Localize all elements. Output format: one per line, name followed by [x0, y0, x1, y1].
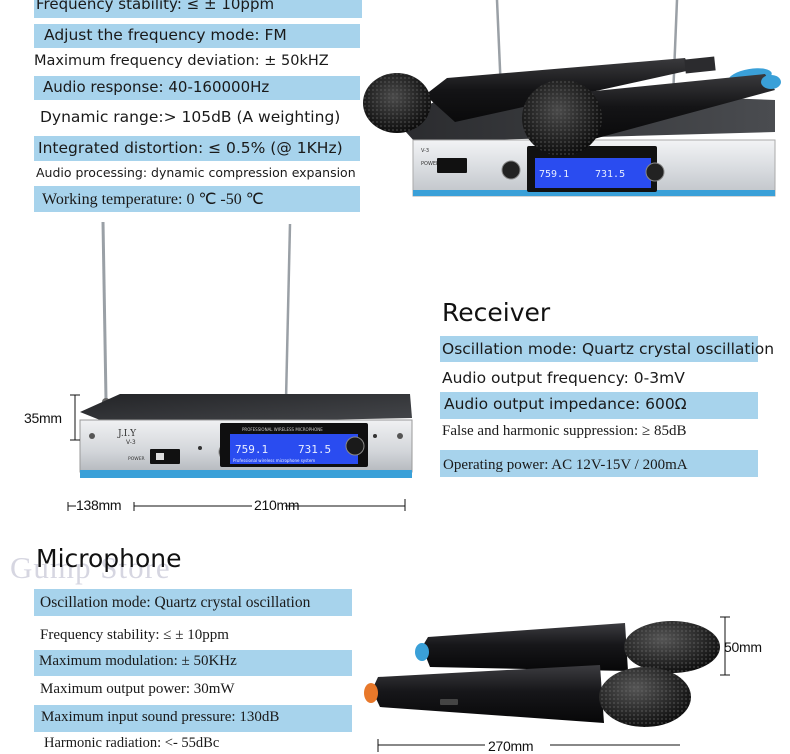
receiver-panel-title: PROFESSIONAL WIRELESS MICROPHONE — [242, 427, 323, 432]
top-spec-frequency-stability: Frequency stability: ≤ ± 10ppm — [34, 0, 362, 18]
receiver-lcd-freq-b: 731.5 — [298, 443, 331, 456]
receiver-model-label: V-3 — [126, 439, 136, 446]
top-spec-dynamic-range: Dynamic range:> 105dB (A weighting) — [40, 108, 341, 126]
watermark-text: Gump Store — [10, 550, 171, 585]
receiver-spec-audio-output-frequency: Audio output frequency: 0-3mV — [442, 369, 685, 387]
dimension-mic-diameter: 50mm — [724, 639, 762, 655]
top-spec-integrated-distortion: Integrated distortion: ≤ 0.5% (@ 1KHz) — [34, 136, 360, 161]
top-spec-frequency-mode: Adjust the frequency mode: FM — [34, 24, 360, 48]
mic-spec-harmonic-radiation: Harmonic radiation: <- 55dBc — [44, 735, 220, 751]
dimension-receiver-height: 35mm — [24, 410, 62, 426]
mic-spec-oscillation-mode: Oscillation mode: Quartz crystal oscilla… — [34, 589, 352, 616]
receiver-spec-oscillation-mode: Oscillation mode: Quartz crystal oscilla… — [440, 336, 774, 362]
dimension-receiver-width: 210mm — [254, 497, 300, 513]
microphone-photo — [364, 616, 730, 752]
top-spec-audio-processing: Audio processing: dynamic compression ex… — [36, 165, 356, 180]
mic-spec-max-input-pressure: Maximum input sound pressure: 130dB — [34, 705, 352, 732]
top-spec-frequency-deviation: Maximum frequency deviation: ± 50kHZ — [34, 53, 329, 69]
receiver-lcd-freq-a: 759.1 — [235, 443, 268, 456]
receiver-heading: Receiver — [442, 298, 551, 327]
top-spec-audio-response: Audio response: 40-160000Hz — [34, 76, 360, 100]
microphone-heading: Microphone — [36, 544, 182, 573]
receiver-lcd-subtitle: Professional wireless microphone system — [233, 458, 315, 463]
mic-spec-frequency-stability: Frequency stability: ≤ ± 10ppm — [40, 627, 229, 643]
model-label-top: V-3 — [421, 148, 429, 154]
lcd-freq-b-top: 731.5 — [595, 169, 625, 180]
dimension-receiver-depth: 138mm — [76, 497, 122, 513]
lcd-freq-a-top: 759.1 — [539, 169, 569, 180]
receiver-spec-harmonic-suppression: False and harmonic suppression: ≥ 85dB — [442, 423, 687, 439]
top-spec-working-temperature: Working temperature: 0 ℃ -50 ℃ — [34, 186, 360, 212]
receiver-spec-operating-power: Operating power: AC 12V-15V / 200mA — [440, 450, 758, 477]
mic-spec-maximum-output-power: Maximum output power: 30mW — [40, 681, 235, 697]
product-photo-top: POWER V-3 759.1 731.5 — [363, 0, 781, 197]
mic-spec-maximum-modulation: Maximum modulation: ± 50KHz — [34, 650, 352, 676]
receiver-spec-audio-output-impedance: Audio output impedance: 600Ω — [440, 392, 758, 419]
power-label-top: POWER — [421, 161, 440, 167]
receiver-dimension-lines — [67, 394, 406, 511]
receiver-brand-label: J.I.Y — [117, 429, 137, 439]
dimension-mic-length: 270mm — [488, 738, 534, 754]
receiver-photo: J.I.Y V-3 POWER PROFESSIONAL WIRELESS MI… — [79, 222, 413, 478]
receiver-power-label: POWER — [128, 456, 145, 462]
